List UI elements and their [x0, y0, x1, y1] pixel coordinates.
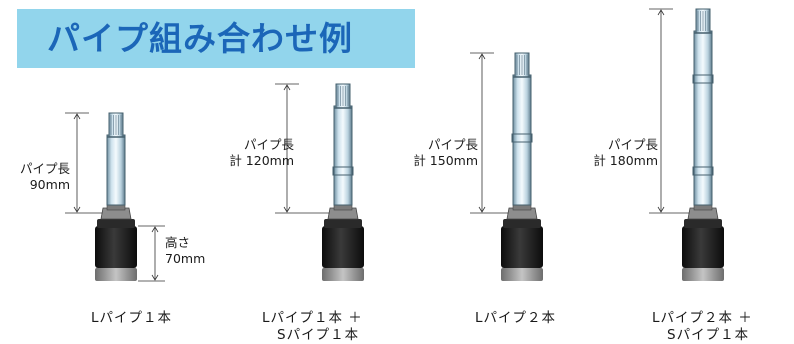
dim-arrow-top-4 [657, 9, 665, 16]
pipe-4 [693, 30, 713, 206]
pipe-2 [333, 105, 353, 206]
dim-arrow-bottom-1 [73, 206, 81, 213]
pipe-length-label-1: パイプ長 90mm [19, 161, 70, 192]
height-label: 高さ 70mm [165, 235, 206, 266]
base-bottom-3 [501, 268, 543, 281]
title-band [17, 9, 415, 68]
dim-arrow-bottom-3 [478, 206, 486, 213]
base-cap-3 [503, 219, 541, 228]
page-title: パイプ組み合わせ例 [47, 19, 353, 58]
base-body-1 [95, 226, 137, 268]
height-arrow-top [151, 226, 159, 233]
base-bottom-2 [322, 268, 364, 281]
pipe-length-label-4: パイプ長 計 180mm [593, 137, 658, 168]
base-body-4 [682, 226, 724, 268]
base-cap-2 [324, 219, 362, 228]
dim-arrow-top-3 [478, 53, 486, 60]
caption-4: Lパイプ２本 ＋ Sパイプ１本 [652, 310, 753, 343]
caption-3: Lパイプ２本 [475, 310, 557, 326]
dim-arrow-bottom-4 [657, 206, 665, 213]
pipe-length-label-3: パイプ長 計 150mm [413, 137, 478, 168]
pipe-3 [512, 74, 532, 206]
pipe-joint-3 [511, 133, 533, 143]
dim-arrow-bottom-2 [283, 206, 291, 213]
base-body-2 [322, 226, 364, 268]
dim-arrow-top-1 [73, 113, 81, 120]
base-cap-4 [684, 219, 722, 228]
base-bottom-1 [95, 268, 137, 281]
pipe-length-label-2: パイプ長 計 120mm [229, 137, 294, 168]
base-cap-1 [97, 219, 135, 228]
base-bottom-4 [682, 268, 724, 281]
base-body-3 [501, 226, 543, 268]
caption-2: Lパイプ１本 ＋ Sパイプ１本 [262, 310, 363, 343]
pipe-joint-4 [692, 74, 714, 84]
pipe-joint-4 [692, 166, 714, 176]
pipe-1 [106, 134, 126, 206]
caption-1: Lパイプ１本 [91, 310, 173, 326]
pipe-joint-2 [332, 166, 354, 176]
height-arrow-bottom [151, 274, 159, 281]
dim-arrow-top-2 [283, 84, 291, 91]
